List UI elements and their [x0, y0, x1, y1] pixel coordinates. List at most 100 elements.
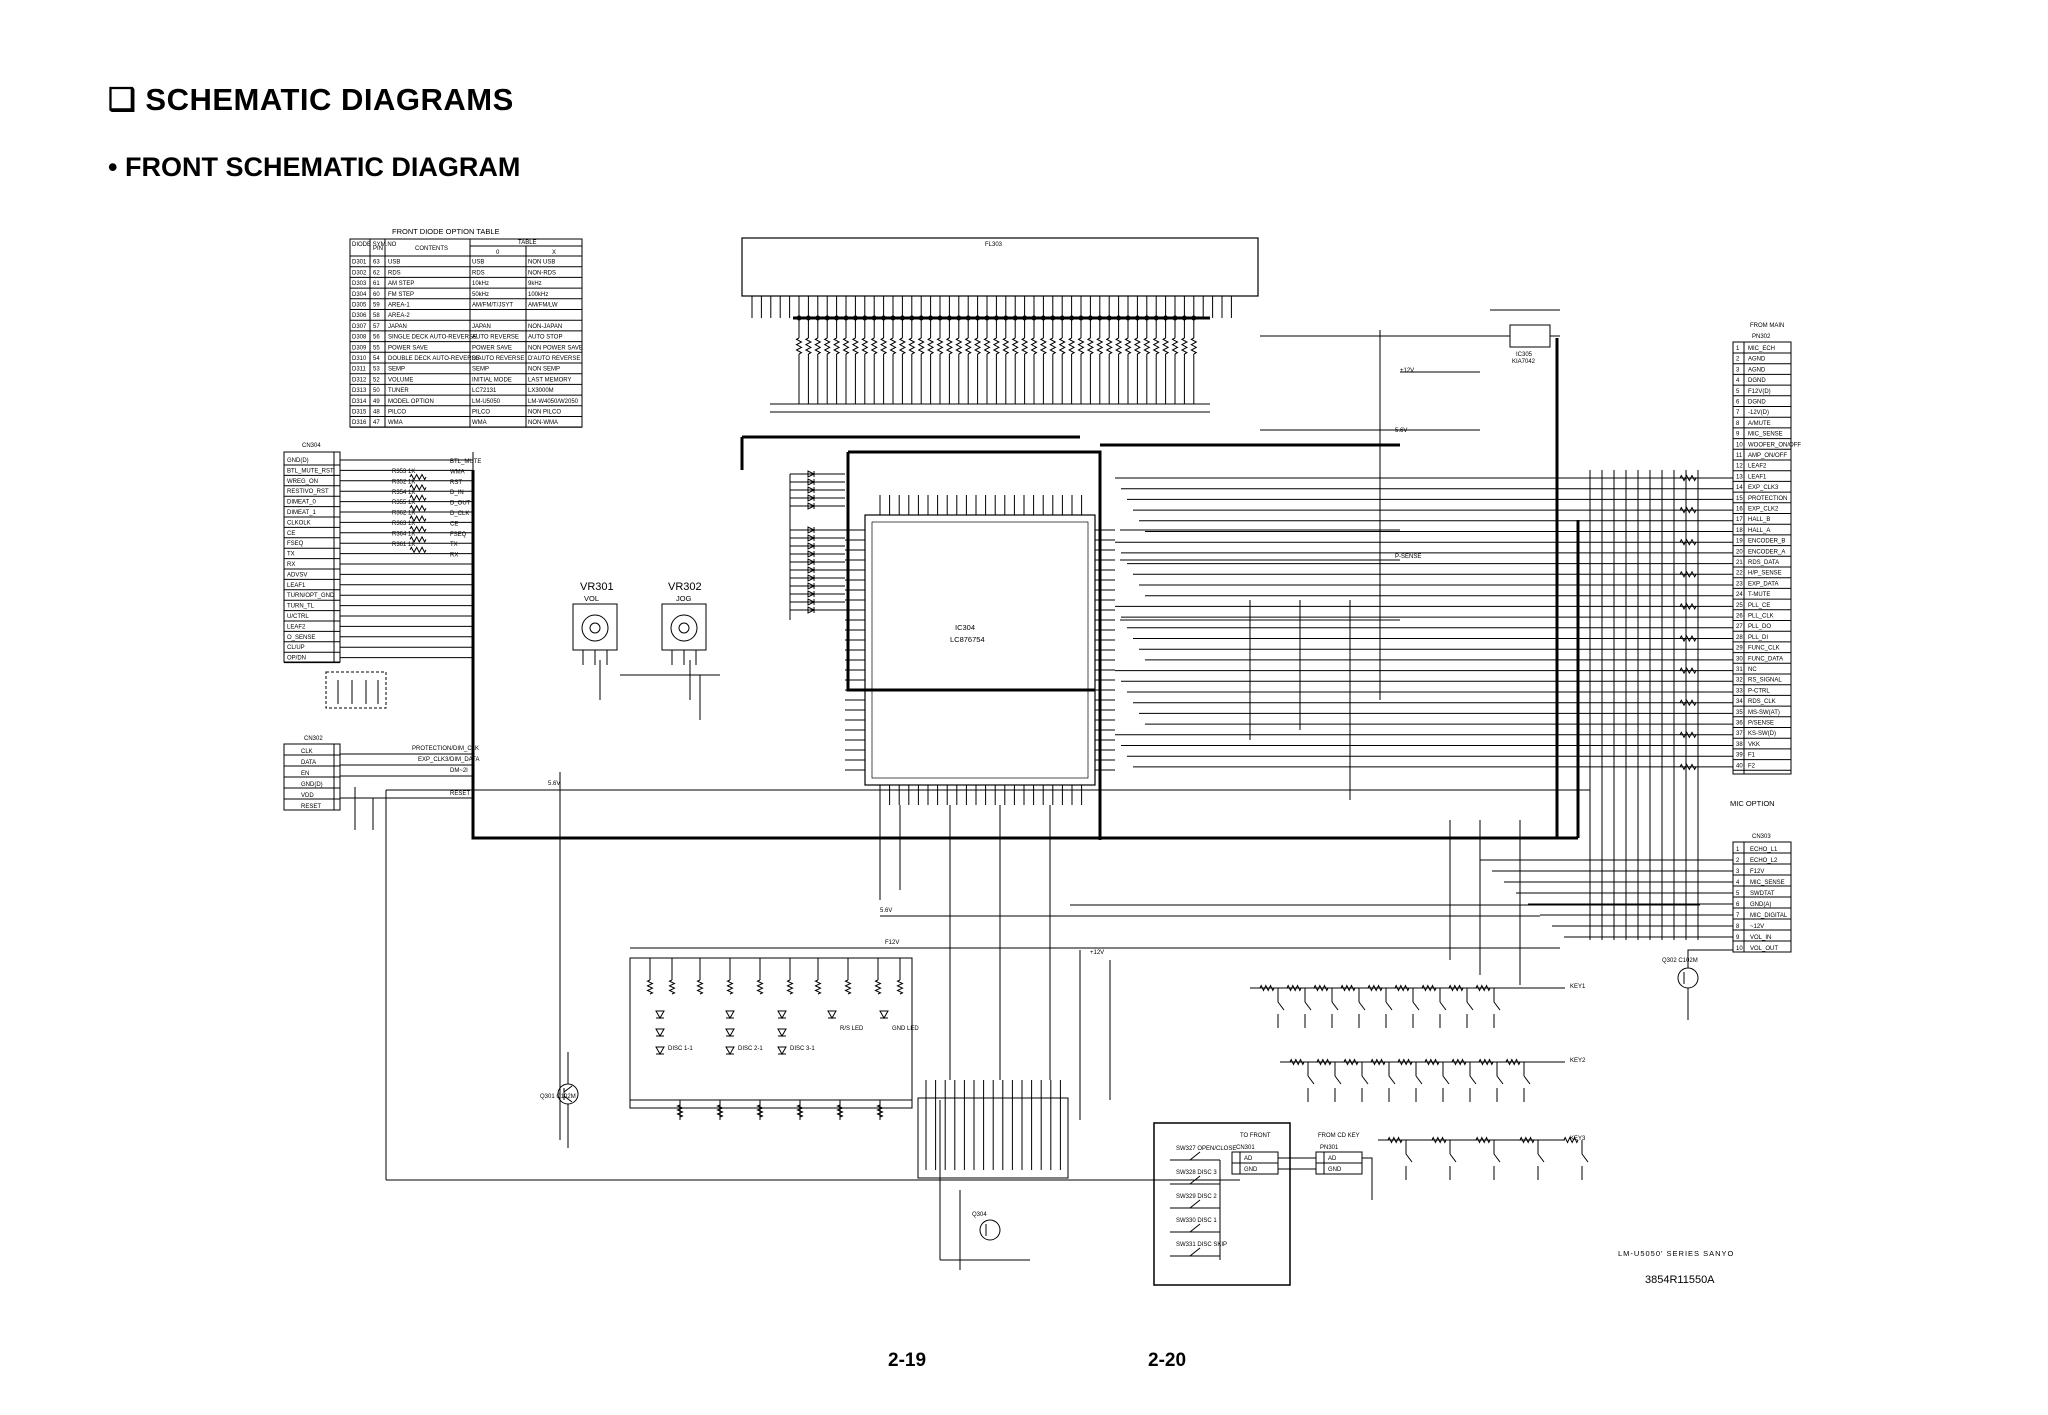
table-cell: USB: [388, 260, 400, 266]
table-cell: NON-JAPAN: [528, 324, 562, 330]
vr302-label: JOG: [676, 594, 692, 603]
net-f12v: F12V: [885, 940, 899, 946]
cn303-pin-number: 6: [1736, 902, 1740, 908]
switch-arm: [1469, 1075, 1477, 1085]
diode-table-col-x: X: [552, 250, 556, 256]
doc-number: 3854R11550A: [1645, 1274, 1715, 1286]
switch-arm: [1581, 1153, 1589, 1163]
cn304-resistor-label: R354 1K: [392, 490, 415, 496]
section-subtitle: • FRONT SCHEMATIC DIAGRAM: [108, 152, 521, 182]
switch-arm: [1334, 1075, 1342, 1085]
resistor-symbol: [1002, 337, 1010, 355]
resistor-symbol: [1316, 1058, 1332, 1066]
table-cell: LM-W4050/W2050: [528, 399, 579, 405]
cn304-pin-label: U/CTRL: [287, 614, 309, 620]
switch-label: SW328 DISC 3: [1176, 1170, 1217, 1176]
diode-symbol: [807, 550, 816, 558]
pn302-pin-label: HALL_B: [1748, 517, 1770, 523]
resistor-symbol: [1162, 337, 1170, 355]
cn302-pin-label: EN: [301, 771, 309, 777]
cn304-signal-label: TX: [450, 542, 458, 548]
switch-arm: [1493, 1153, 1501, 1163]
cn304-pin-label: BTL_MUTE_RST: [287, 468, 334, 474]
table-cell: AREA-2: [388, 313, 410, 319]
pn302-pin-number: 31: [1736, 667, 1743, 673]
resistor-symbol: [1451, 1058, 1467, 1066]
fl303-display: FL303: [741, 237, 1259, 413]
resistor-symbol: [836, 1104, 844, 1118]
resistor-symbol: [409, 546, 427, 554]
table-cell: 47: [373, 420, 380, 426]
resistor-symbol: [1505, 1058, 1521, 1066]
cn303-pin-label: VOL_OUT: [1750, 946, 1778, 952]
switch-label: SW330 DISC 1: [1176, 1218, 1217, 1224]
cn302-signal-4: RESET: [450, 791, 470, 797]
resistor-symbol: [842, 337, 850, 355]
pn301-pin-ad: AD: [1328, 1156, 1337, 1162]
resistor-symbol: [646, 979, 654, 995]
pn301-pin-gnd: GND: [1328, 1167, 1342, 1173]
pn302-title: FROM MAIN: [1750, 323, 1784, 329]
table-cell: D315: [352, 410, 367, 416]
cn303-pin-label: SWDTAT: [1750, 891, 1775, 897]
cn304-connector: CN304 GND(D)BTL_MUTE_RSTWREG_ONRESTIVO_R…: [283, 443, 481, 664]
diode-table-group-header: TABLE: [518, 240, 537, 246]
resistor-symbol: [861, 337, 869, 355]
resistor-symbol: [409, 473, 427, 481]
led-symbol: [777, 1028, 787, 1038]
table-cell: D310: [352, 356, 367, 362]
pn302-pin-number: 11: [1736, 453, 1743, 459]
resistor-symbol: [804, 337, 812, 355]
table-cell: PILCO: [388, 410, 406, 416]
diode-symbol: [807, 558, 816, 566]
table-cell: LAST MEMORY: [528, 377, 571, 383]
table-cell: DOUBLE DECK AUTO-REVERSE: [388, 356, 480, 362]
led-symbol: [879, 1010, 889, 1020]
resistor-symbol: [676, 1104, 684, 1118]
cn303-pin-number: 7: [1736, 913, 1740, 919]
table-cell: D308: [352, 335, 367, 341]
pn302-pin-number: 25: [1736, 603, 1743, 609]
table-cell: RDS: [472, 270, 485, 276]
cn304-signal-label: D_CLK: [450, 511, 469, 517]
table-cell: 59: [373, 303, 380, 309]
table-cell: D309: [352, 345, 367, 351]
table-cell: 50: [373, 388, 380, 394]
pn302-pin-label: RS_SIGNAL: [1748, 678, 1782, 684]
wiring: [385, 330, 1700, 1270]
ic305-part: KIA7042: [1512, 359, 1536, 365]
cn303-pin-label: ECHO_L1: [1750, 847, 1778, 853]
cn303-pin-number: 10: [1736, 946, 1743, 952]
vr302-ref: VR302: [668, 581, 702, 593]
table-cell: D'AUTO REVERSE: [528, 356, 580, 362]
switch-arm: [1304, 1001, 1312, 1011]
table-cell: AREA-1: [388, 303, 410, 309]
cn304-signal-label: CE: [450, 521, 458, 527]
resistor-symbol: [1058, 337, 1066, 355]
resistor-symbol: [898, 337, 906, 355]
cn304-resistor-label: R361 1K: [392, 542, 415, 548]
resistor-symbol: [874, 979, 882, 995]
pn302-pin-number: 27: [1736, 624, 1743, 630]
resistor-symbol: [876, 1104, 884, 1118]
resistor-symbol: [927, 337, 935, 355]
model-notes: LM-U5050' SERIES SANYO 3854R11550A: [1618, 1249, 1733, 1286]
net-5v6-top: 5.6V: [1395, 428, 1407, 434]
table-cell: 57: [373, 324, 380, 330]
resistor-symbol: [409, 494, 427, 502]
led-symbol: [725, 1010, 735, 1020]
pn302-pin-label: PLL_DO: [1748, 624, 1771, 630]
resistor-symbol: [409, 504, 427, 512]
switch-arm: [1493, 1001, 1501, 1011]
diode-table-col-symno: DIODE SYM.NO: [352, 242, 397, 248]
resistor-symbol: [1105, 337, 1113, 355]
pn302-pin-number: 4: [1736, 378, 1740, 384]
pn302-pin-number: 34: [1736, 699, 1743, 705]
switch-arm: [1358, 1001, 1366, 1011]
cn303-pin-label: GND(A): [1750, 902, 1771, 908]
table-cell: 63: [373, 260, 380, 266]
cn302-signal-3: DM~2I: [450, 768, 468, 774]
table-cell: 9kHz: [528, 281, 542, 287]
resistor-symbol: [1343, 1058, 1359, 1066]
